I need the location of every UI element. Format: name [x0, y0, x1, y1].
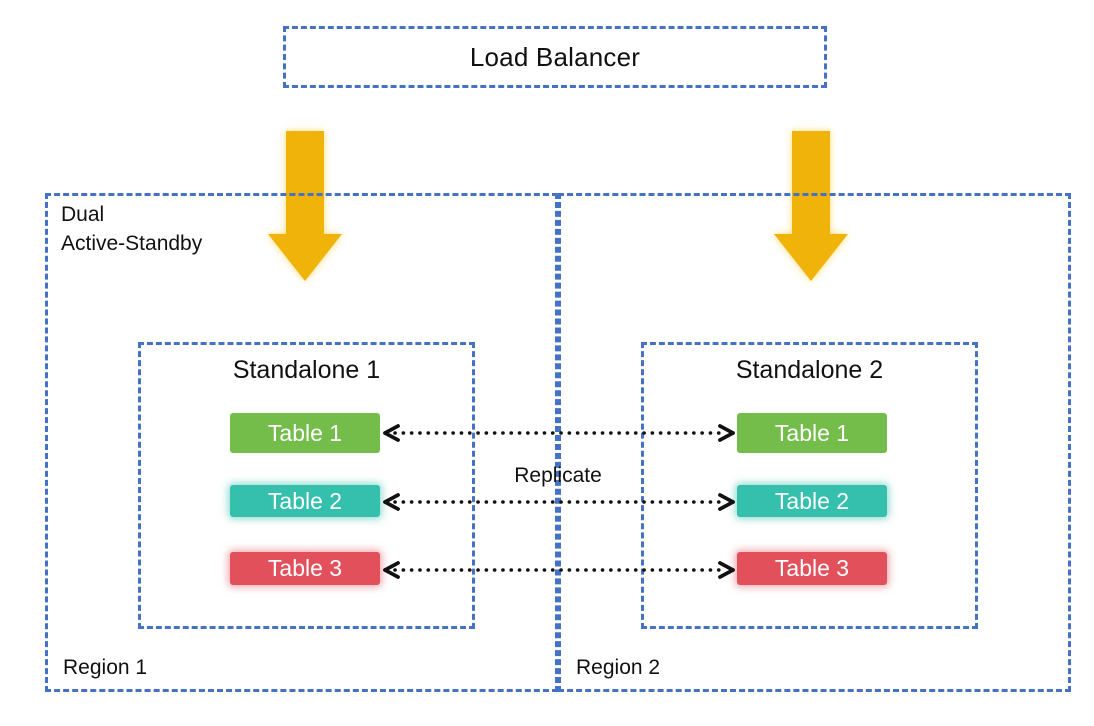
region-1-box: Dual Active-Standby Region 1 — [45, 193, 558, 692]
double-headed-dotted-arrow-icon — [383, 493, 735, 511]
table-2-right-box: Table 2 — [737, 485, 887, 517]
standalone-1-title: Standalone 1 — [232, 356, 381, 384]
table-2-left-box: Table 2 — [230, 485, 380, 517]
group-label-line1: Dual — [61, 203, 105, 226]
load-balancer-label: Load Balancer — [469, 41, 641, 72]
table-3-left-box: Table 3 — [230, 552, 380, 585]
double-headed-dotted-arrow-icon — [383, 424, 735, 442]
table-1-right-box: Table 1 — [737, 413, 887, 453]
double-headed-dotted-arrow-icon — [383, 561, 735, 579]
region-1-label: Region 1 — [63, 656, 148, 679]
standalone-1-box: Standalone 1 — [138, 342, 475, 629]
standalone-2-title: Standalone 2 — [735, 356, 884, 384]
load-balancer-box: Load Balancer — [283, 26, 827, 88]
standalone-2-box: Standalone 2 — [641, 342, 978, 629]
down-arrow-icon — [268, 131, 342, 281]
region-2-box: Region 2 — [558, 193, 1071, 692]
dual-active-standby-label: Dual Active-Standby — [61, 200, 202, 258]
region-2-label: Region 2 — [576, 656, 661, 679]
group-label-line2: Active-Standby — [61, 232, 203, 255]
table-1-left-box: Table 1 — [230, 413, 380, 453]
down-arrow-icon — [774, 131, 848, 281]
replicate-label: Replicate — [514, 464, 602, 487]
table-3-right-box: Table 3 — [737, 552, 887, 585]
